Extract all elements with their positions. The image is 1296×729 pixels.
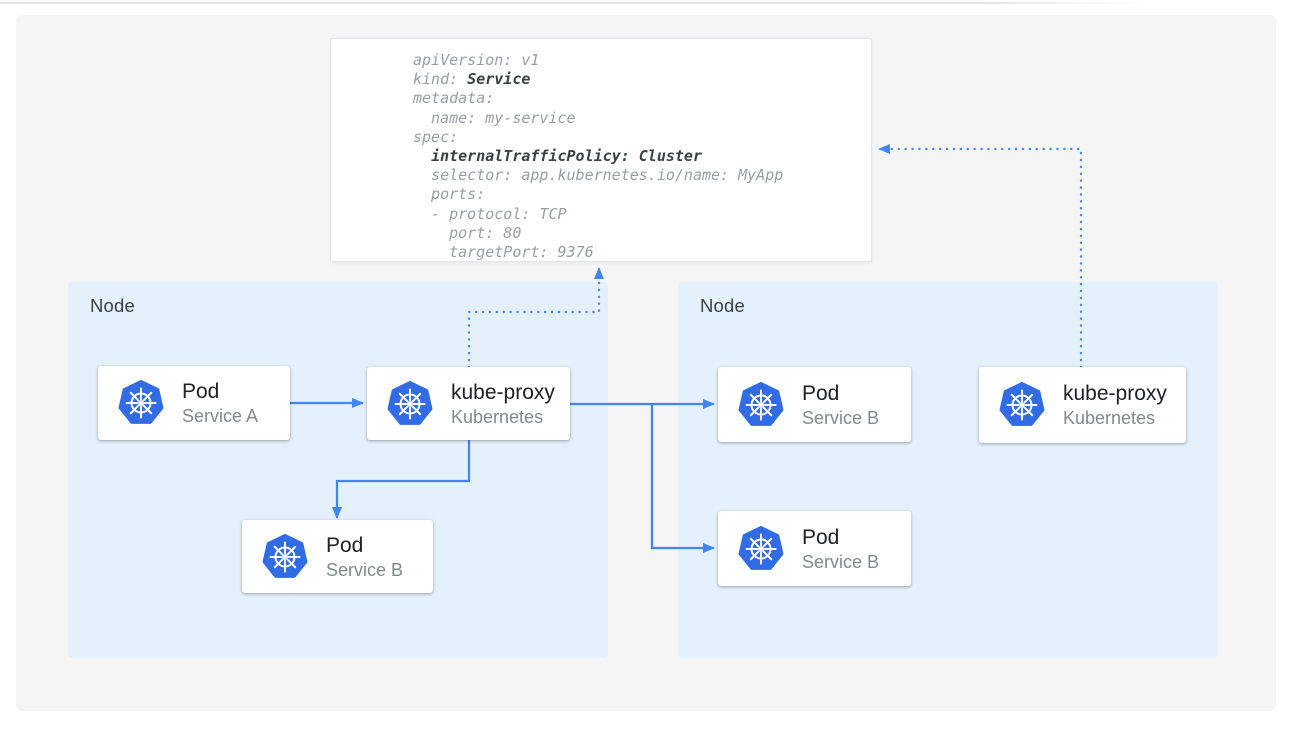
kubernetes-icon — [738, 381, 784, 426]
pod-service-a-card: Pod Service A — [98, 366, 290, 440]
yaml-line: apiVersion: v1 — [413, 51, 540, 69]
card-title: kube-proxy — [1063, 382, 1167, 405]
kubernetes-icon — [738, 525, 784, 570]
yaml-line: port: 80 — [413, 223, 522, 242]
yaml-line: selector: app.kubernetes.io/name: MyApp — [413, 166, 784, 185]
card-subtitle: Service B — [326, 559, 404, 580]
card-subtitle: Service B — [802, 551, 880, 572]
card-title: Pod — [802, 381, 840, 405]
node-box-right: Node — [678, 282, 1218, 658]
node-box-left: Node — [68, 282, 608, 658]
card-subtitle: Kubernetes — [1063, 408, 1156, 428]
card-title: Pod — [326, 533, 364, 557]
kubernetes-icon — [262, 533, 308, 578]
yaml-line: kind: Service — [413, 70, 531, 89]
kubernetes-icon — [118, 380, 164, 424]
card-title: kube-proxy — [451, 380, 555, 404]
pod-service-b-left-card: Pod Service B — [242, 520, 433, 593]
node-label: Node — [90, 295, 136, 316]
yaml-line: metadata: — [413, 89, 495, 108]
yaml-line: spec: — [413, 127, 459, 146]
card-title: Pod — [802, 525, 840, 549]
card-subtitle: Kubernetes — [451, 406, 544, 427]
pod-service-b-right-bottom-card: Pod Service B — [718, 511, 911, 586]
kubernetes-icon — [999, 382, 1045, 426]
yaml-line: ports: — [413, 185, 486, 204]
kubernetes-icon — [387, 380, 433, 425]
yaml-line: internalTrafficPolicy: Cluster — [431, 147, 702, 166]
yaml-line: - protocol: TCP — [413, 204, 567, 223]
kube-proxy-right-card: kube-proxy Kubernetes — [979, 367, 1186, 443]
card-title: Pod — [182, 380, 220, 403]
yaml-config-card: apiVersion: v1 kind: Service metadata: n… — [330, 38, 872, 262]
yaml-line: name: my-service — [413, 108, 576, 127]
yaml-line: targetPort: 9376 — [413, 243, 594, 262]
pod-service-b-right-top-card: Pod Service B — [718, 367, 911, 442]
card-subtitle: Service A — [182, 406, 259, 426]
card-subtitle: Service B — [802, 407, 880, 428]
top-divider — [0, 2, 1152, 4]
kube-proxy-left-card: kube-proxy Kubernetes — [367, 367, 570, 440]
node-label: Node — [700, 295, 746, 316]
